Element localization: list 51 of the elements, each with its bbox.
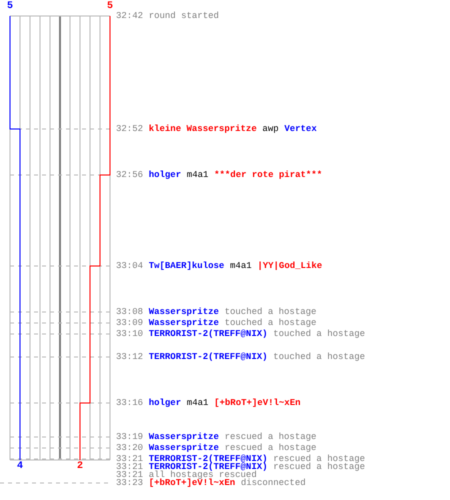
event-text: touched a hostage [273,330,366,338]
player-name: TERRORIST-2(TREFF@NIX) [148,462,268,470]
player-count: 5 [107,2,113,12]
player-name: TERRORIST-2(TREFF@NIX) [148,454,268,462]
player-name: Tw[BAER]kulose [148,262,224,270]
player-name: holger [148,170,182,178]
timestamp: 33:20 [116,444,144,452]
timestamp: 33:10 [116,330,144,338]
player-name: kleine Wasserspritze [148,124,257,132]
timestamp: 33:21 [116,462,144,470]
timestamp: 33:23 [116,478,144,486]
weapon-name: m4a1 [230,262,252,270]
timestamp: 32:52 [116,124,144,132]
weapon-name: awp [262,124,279,132]
event-text: round started [148,12,219,20]
player-name: Wasserspritze [148,432,219,440]
timestamp: 33:16 [116,398,144,406]
timestamp: 33:21 [116,470,144,478]
timestamp: 33:12 [116,352,144,360]
player-name: [+bRoT+]eV!l~xEn [148,478,236,486]
player-name: TERRORIST-2(TREFF@NIX) [148,352,268,360]
timestamp: 32:56 [116,170,144,178]
event-text: rescued a hostage [273,462,366,470]
timestamp: 32:42 [116,12,144,20]
player-name: Wasserspritze [148,318,219,326]
timestamp: 33:04 [116,262,144,270]
timestamp: 33:09 [116,318,144,326]
player-count: 5 [7,2,13,12]
player-name: holger [148,398,182,406]
player-name: ***der rote pirat*** [214,170,322,178]
player-count: 4 [17,462,23,472]
weapon-name: m4a1 [186,170,208,178]
event-text: disconnected [240,478,306,486]
player-name: Vertex [284,124,317,132]
timestamp: 33:19 [116,432,144,440]
player-count: 2 [77,462,83,472]
event-text: rescued a hostage [224,432,316,440]
timestamp: 33:08 [116,308,144,316]
event-text: touched a hostage [224,308,316,316]
event-text: rescued a hostage [273,454,366,462]
player-name: Wasserspritze [148,308,219,316]
event-text: rescued a hostage [224,444,316,452]
player-name: TERRORIST-2(TREFF@NIX) [148,330,268,338]
event-text: touched a hostage [224,318,316,326]
player-name: [+bRoT+]eV!l~xEn [214,398,301,406]
player-name: |YY|God_Like [257,262,322,270]
weapon-name: m4a1 [186,398,208,406]
event-text: touched a hostage [273,352,366,360]
player-name: Wasserspritze [148,444,219,452]
event-text: all hostages rescued [148,470,257,478]
timestamp: 33:21 [116,454,144,462]
